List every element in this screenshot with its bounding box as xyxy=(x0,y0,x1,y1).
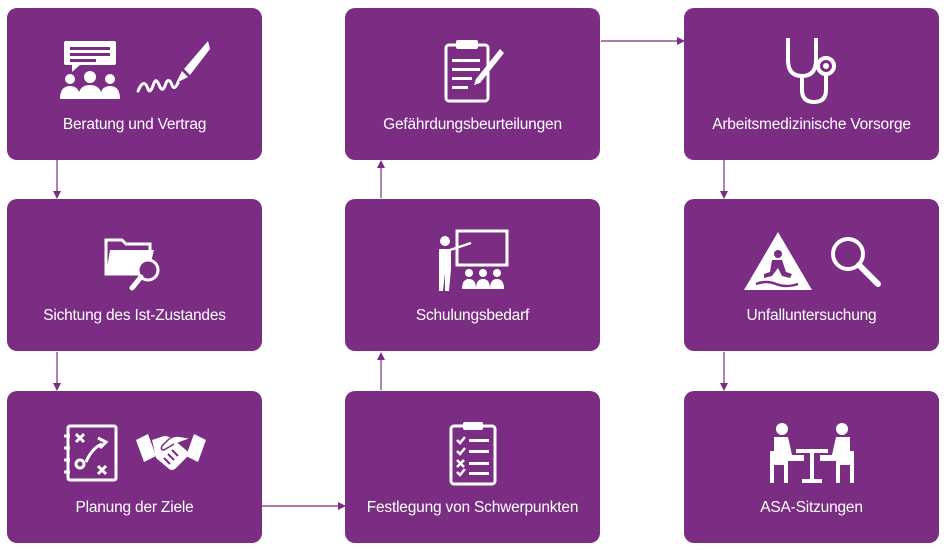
tactic-board-icon xyxy=(62,422,120,484)
step-arbeitsmedizinische-vorsorge: Arbeitsmedizinische Vorsorge xyxy=(684,8,939,160)
stethoscope-icon xyxy=(782,34,842,106)
step-asa-sitzungen: ASA-Sitzungen xyxy=(684,391,939,543)
step-label: ASA-Sitzungen xyxy=(760,499,863,516)
step-gefaehrdungsbeurteilungen: Gefährdungsbeurteilungen xyxy=(345,8,600,160)
step-sichtung-des-ist-zustandes: Sichtung des Ist-Zustandes xyxy=(7,199,262,351)
meeting-table-icon xyxy=(769,421,854,485)
step-beratung-und-vertrag: Beratung und Vertrag xyxy=(7,8,262,160)
handshake-icon xyxy=(134,428,208,478)
step-label: Schulungsbedarf xyxy=(415,307,530,324)
meeting-icon xyxy=(58,39,122,101)
checklist-icon xyxy=(447,420,499,486)
step-schulungsbedarf: Schulungsbedarf xyxy=(345,199,600,351)
step-label: Gefährdungsbeurteilungen xyxy=(383,116,562,133)
step-label: Sichtung des Ist-Zustandes xyxy=(43,307,226,324)
step-unfalluntersuchung: Unfalluntersuchung xyxy=(684,199,939,351)
step-festlegung-von-schwerpunkten: Festlegung von Schwerpunkten xyxy=(345,391,600,543)
folder-search-icon xyxy=(104,230,166,292)
step-label: Beratung und Vertrag xyxy=(62,116,207,133)
presentation-training-icon xyxy=(437,229,509,293)
step-label: Planung der Ziele xyxy=(75,499,194,516)
step-planung-der-ziele: Planung der Ziele xyxy=(7,391,262,543)
step-label: Unfalluntersuchung xyxy=(746,307,877,324)
step-label: Arbeitsmedizinische Vorsorge xyxy=(712,116,911,133)
step-label: Festlegung von Schwerpunkten xyxy=(366,499,579,516)
clipboard-edit-icon xyxy=(442,37,504,103)
signature-pen-icon xyxy=(136,39,212,101)
magnifier-icon xyxy=(828,234,882,288)
slip-warning-icon xyxy=(742,230,814,292)
